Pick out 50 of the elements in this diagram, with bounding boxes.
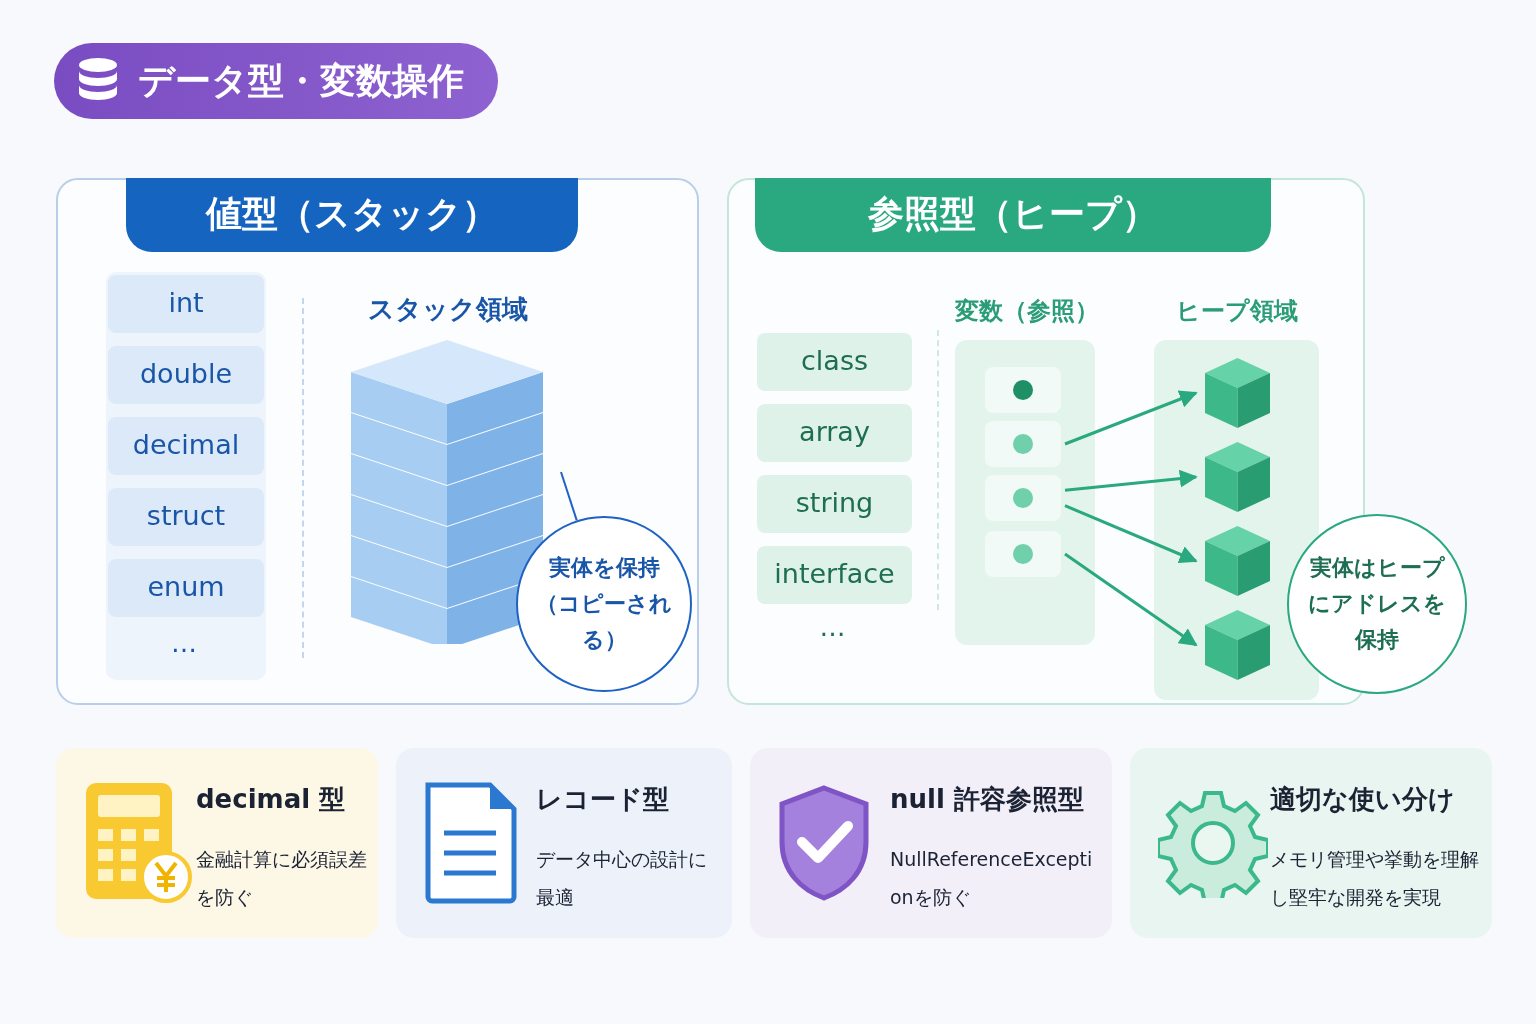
arrow <box>1064 552 1198 647</box>
card-text: メモリ管理や挙動を理解し堅牢な開発を実現 <box>1270 847 1480 910</box>
info-card <box>56 748 378 938</box>
type-name: array <box>798 416 871 447</box>
callout-text: 実体はヒープにアドレスを保持 <box>1307 554 1447 654</box>
reference-slot <box>985 531 1061 577</box>
arrow <box>1064 504 1198 563</box>
type-name: int <box>167 287 205 318</box>
type-name: decimal <box>131 429 241 460</box>
card-heading: レコード型 <box>536 783 670 816</box>
object-cube <box>1204 441 1271 513</box>
header-text: 値型（スタック） <box>204 192 499 236</box>
type-chip <box>108 275 264 333</box>
card-heading: decimal 型 <box>196 783 347 816</box>
object-cube <box>1204 609 1271 681</box>
column-heading: ヒープ領域 <box>1174 296 1299 327</box>
title-text: データ型・変数操作 <box>138 59 464 103</box>
type-chip <box>757 404 912 462</box>
card-heading: 適切な使い分け <box>1270 783 1456 816</box>
card-text: データ中心の設計に最適 <box>536 847 708 910</box>
info-card <box>396 748 732 938</box>
card-text: NullReferenceExceptionを防ぐ <box>890 847 1094 910</box>
type-name: interface <box>773 558 896 589</box>
type-panel <box>56 178 699 705</box>
reference-slot <box>985 367 1061 413</box>
card-heading: null 許容参照型 <box>890 783 1085 816</box>
type-name: enum <box>146 571 226 602</box>
leader-line <box>560 471 578 522</box>
type-name: class <box>800 345 869 376</box>
column-heading: 変数（参照） <box>955 296 1095 327</box>
arrow <box>1064 390 1198 446</box>
arrow <box>1064 469 1198 492</box>
header-text: 参照型（ヒープ） <box>867 192 1159 236</box>
ellipsis-text: … <box>818 612 847 642</box>
type-chip <box>757 546 912 604</box>
info-card <box>750 748 1112 938</box>
object-cube <box>1204 357 1271 429</box>
area-heading: スタック領域 <box>367 293 529 326</box>
reference-slot <box>985 475 1061 521</box>
card-text: 金融計算に必須誤差を防ぐ <box>196 847 368 910</box>
type-chip <box>757 333 912 391</box>
ellipsis-text: … <box>170 628 198 658</box>
type-name: string <box>794 487 875 518</box>
type-chip <box>757 475 912 533</box>
type-name: struct <box>145 500 227 531</box>
reference-slot <box>985 421 1061 467</box>
object-cube <box>1204 525 1271 597</box>
callout-text: 実体を保持（コピーされる） <box>535 554 673 654</box>
info-card <box>1130 748 1492 938</box>
type-name: double <box>139 358 233 389</box>
